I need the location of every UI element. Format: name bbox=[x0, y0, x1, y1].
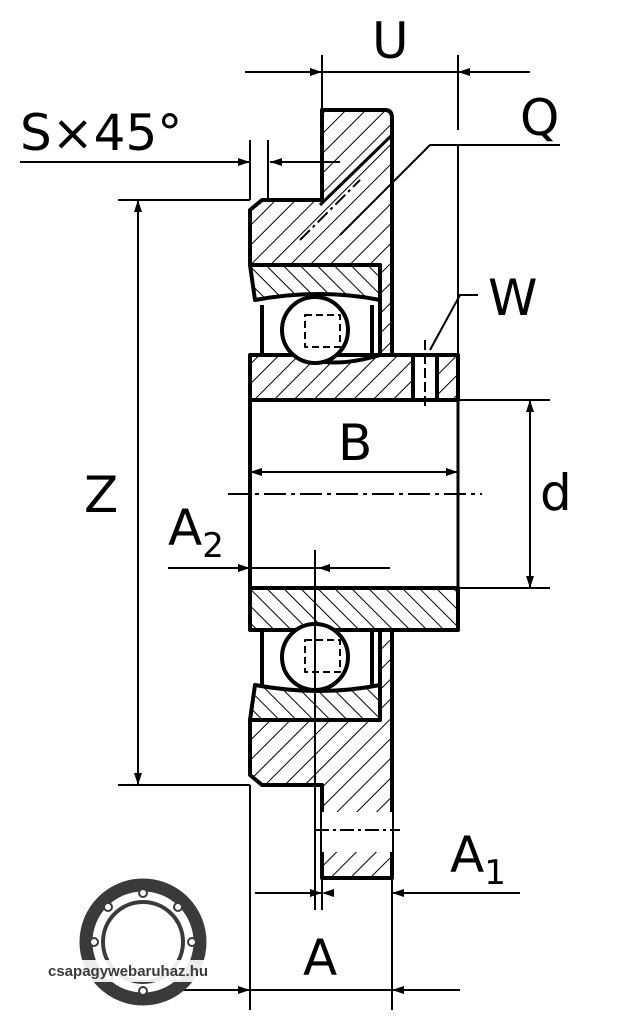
label-W: W bbox=[488, 269, 537, 327]
housing-lower bbox=[248, 586, 460, 880]
label-U: U bbox=[372, 12, 409, 70]
dimension-lines bbox=[20, 55, 560, 1010]
label-A1: A1 bbox=[450, 826, 506, 893]
label-A: A bbox=[303, 929, 337, 987]
label-A2: A2 bbox=[168, 499, 224, 566]
housing-upper bbox=[248, 108, 460, 410]
label-Q: Q bbox=[520, 89, 559, 147]
logo: csapagywebaruhaz.hu bbox=[38, 878, 246, 1006]
label-d: d bbox=[540, 464, 572, 522]
label-Z: Z bbox=[84, 466, 118, 524]
logo-bearing-icon bbox=[79, 878, 207, 1006]
label-S-45: S×45° bbox=[20, 104, 182, 162]
bore bbox=[228, 400, 482, 588]
logo-text: csapagywebaruhaz.hu bbox=[48, 963, 208, 980]
label-B: B bbox=[338, 414, 372, 472]
